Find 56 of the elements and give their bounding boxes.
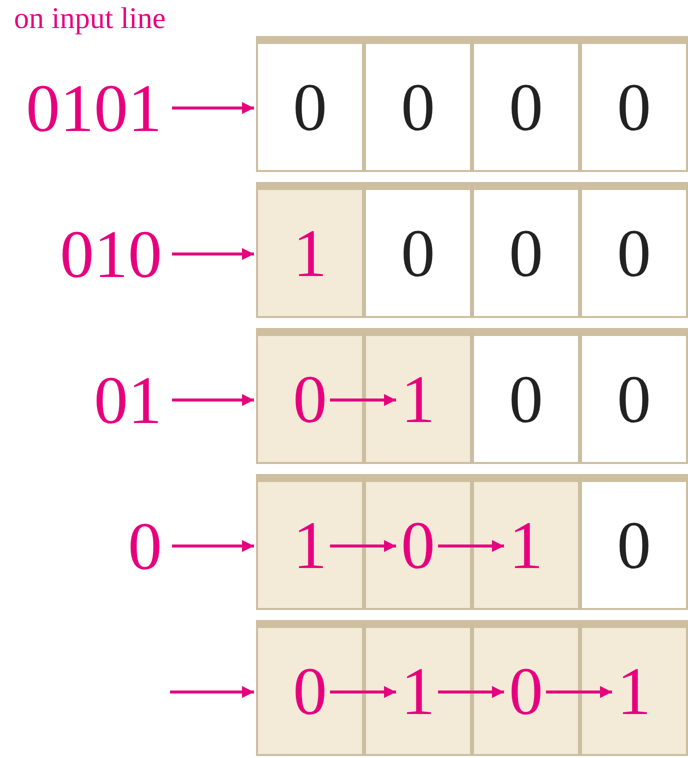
arrow <box>438 540 504 552</box>
arrow <box>172 102 254 114</box>
bit-value: 0 <box>401 73 435 141</box>
register-cell <box>256 474 364 610</box>
arrow <box>170 686 254 698</box>
input-bits: 01 <box>94 366 162 434</box>
register-cell <box>256 620 364 756</box>
register-cell <box>256 182 364 318</box>
bit-value: 0 <box>509 657 543 725</box>
arrow <box>438 686 504 698</box>
bit-value: 0 <box>617 365 651 433</box>
arrow <box>546 686 612 698</box>
bit-value: 1 <box>293 511 327 579</box>
register-cell <box>580 474 688 610</box>
bit-value: 0 <box>401 511 435 579</box>
register-cell <box>364 182 472 318</box>
input-bits: 010 <box>60 220 162 288</box>
register-cell <box>364 474 472 610</box>
register-cell <box>472 36 580 172</box>
input-bits: 0101 <box>26 74 162 142</box>
register-cell <box>472 620 580 756</box>
caption-text: on input line <box>14 2 166 36</box>
register-cell <box>364 328 472 464</box>
bit-value: 0 <box>617 511 651 579</box>
register-cell <box>580 36 688 172</box>
register-cell <box>580 620 688 756</box>
register-cell <box>364 36 472 172</box>
bit-value: 0 <box>293 657 327 725</box>
register-cell <box>256 328 364 464</box>
bit-value: 0 <box>509 219 543 287</box>
register-cell <box>364 620 472 756</box>
bit-value: 0 <box>401 219 435 287</box>
bit-value: 0 <box>509 365 543 433</box>
bit-value: 1 <box>293 219 327 287</box>
register-cell <box>580 328 688 464</box>
bit-value: 1 <box>509 511 543 579</box>
register-cell <box>256 36 364 172</box>
register-cell <box>472 474 580 610</box>
arrow <box>172 248 254 260</box>
bit-value: 0 <box>617 73 651 141</box>
register-cell <box>472 182 580 318</box>
arrow <box>330 686 396 698</box>
arrow <box>330 540 396 552</box>
register-cell <box>580 182 688 318</box>
bit-value: 1 <box>401 365 435 433</box>
bit-value: 1 <box>617 657 651 725</box>
arrow <box>330 394 396 406</box>
bit-value: 0 <box>293 365 327 433</box>
bit-value: 0 <box>293 73 327 141</box>
register-cell <box>472 328 580 464</box>
bit-value: 1 <box>401 657 435 725</box>
bit-value: 0 <box>509 73 543 141</box>
arrow <box>172 540 254 552</box>
arrow <box>172 394 254 406</box>
bit-value: 0 <box>617 219 651 287</box>
input-bits: 0 <box>128 512 162 580</box>
